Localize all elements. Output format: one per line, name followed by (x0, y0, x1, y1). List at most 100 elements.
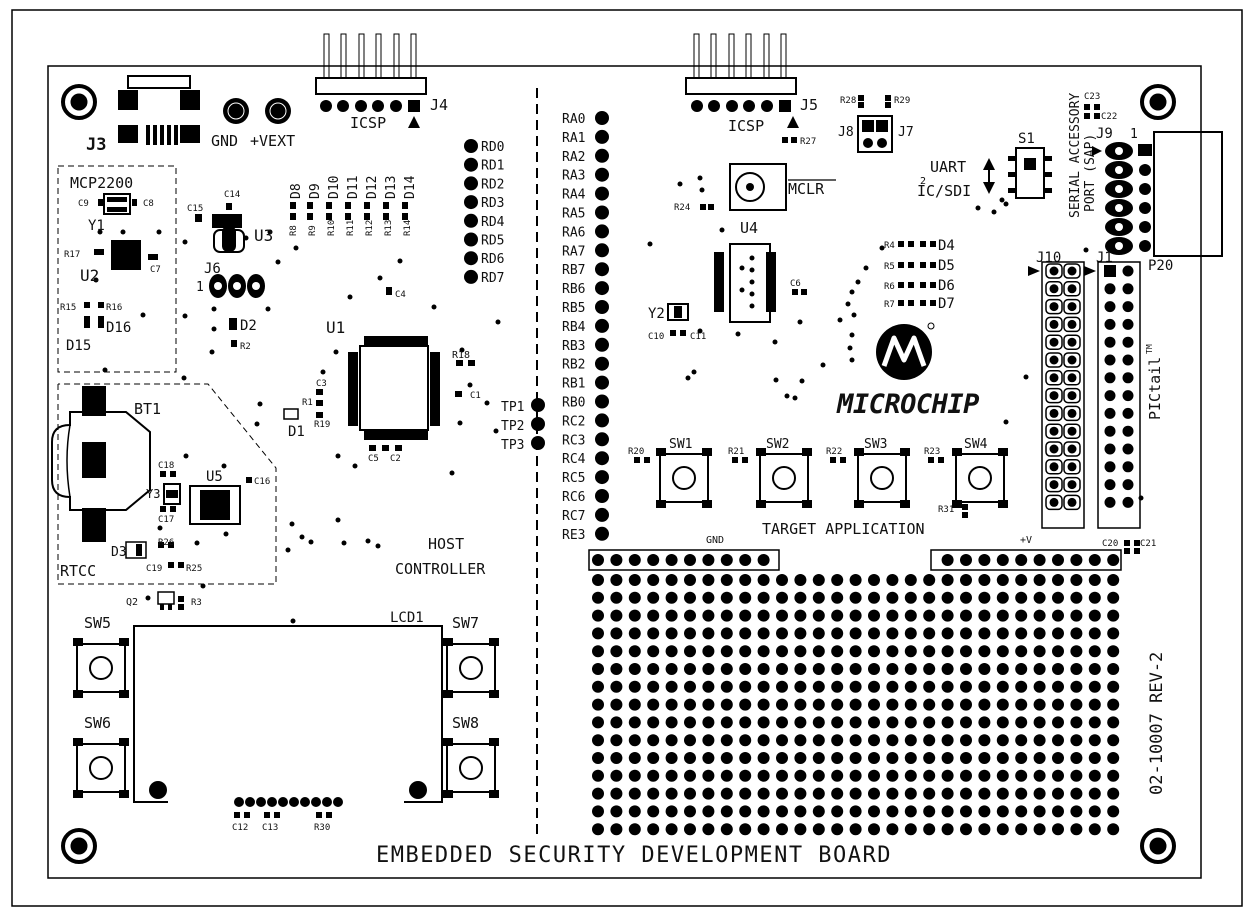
c9-label: C9 (78, 199, 89, 209)
r5-label: R5 (884, 262, 895, 272)
c23-label: C23 (1084, 92, 1100, 102)
tactile-switch (952, 448, 1008, 508)
led-label: D8 (289, 183, 304, 199)
port-pin-label: RB2 (562, 358, 585, 373)
sw4-label: SW4 (964, 437, 988, 452)
rd-pin-pad (464, 157, 478, 172)
r25-label: R25 (186, 564, 202, 574)
led-label: D9 (308, 183, 323, 199)
r7-label: R7 (884, 300, 895, 310)
u3-label: U3 (254, 226, 273, 245)
j9-pin1-label: 1 (1130, 127, 1138, 142)
rd-pin-label: RD4 (481, 215, 505, 230)
c18-label: C18 (158, 461, 174, 471)
q2-label: Q2 (126, 597, 138, 608)
host-label-1: HOST (428, 535, 464, 553)
pictail-label: PICtail (1146, 357, 1164, 420)
p20-label: P20 (1148, 258, 1173, 274)
j1-pin1-marker (1084, 266, 1096, 276)
c22-label: C22 (1101, 112, 1117, 122)
r30-label: R30 (314, 823, 330, 833)
port-pin-label: RA6 (562, 225, 585, 240)
rd-pin-label: RD0 (481, 140, 504, 155)
j6-label: J6 (204, 261, 221, 277)
tactile-switch (443, 638, 499, 698)
resistor-label: R10 (327, 220, 337, 236)
r4-label: R4 (884, 241, 895, 251)
target-switches (656, 448, 1008, 508)
j6-pin1-label: 1 (196, 280, 204, 295)
resistor-label: R14 (403, 220, 413, 236)
y2-crystal (667, 303, 697, 381)
port-pin-label: RB6 (562, 282, 585, 297)
microchip-logo-text: MICROCHIP (836, 389, 979, 420)
rtcc-region (57, 383, 277, 585)
mounting-holes (61, 84, 1176, 864)
c22-c23 (1084, 104, 1100, 119)
r3-label: R3 (191, 598, 202, 608)
y3-label: Y3 (146, 487, 160, 501)
port-pin-label: RA4 (562, 188, 586, 203)
port-pin-pad (595, 148, 609, 163)
u1-mcu (254, 258, 501, 476)
rd-pin-pad (464, 213, 478, 228)
tactile-switch (656, 448, 712, 508)
port-pin-label: RA2 (562, 150, 585, 165)
port-pin-label: RB4 (562, 320, 586, 335)
led-bank-host (290, 202, 408, 220)
pictail-tm: TM (1145, 344, 1154, 354)
mcp2200-label: MCP2200 (70, 174, 133, 192)
port-pin-label: RC7 (562, 509, 585, 524)
sw8-label: SW8 (452, 714, 479, 732)
port-pin-label: RB1 (562, 377, 585, 392)
c2-label: C2 (390, 454, 401, 464)
header-j10 (1045, 263, 1081, 511)
r24-label: R24 (674, 203, 690, 213)
c4-label: C4 (395, 290, 406, 300)
port-pin-pad (595, 375, 609, 390)
j3-label: J3 (86, 135, 106, 155)
r28-label: R28 (840, 96, 856, 106)
jumpers-j7-j8 (857, 95, 893, 153)
j10-outline (1041, 261, 1085, 529)
d1-label: D1 (288, 424, 305, 440)
power-posts (223, 98, 291, 124)
port-pin-pad (595, 224, 609, 239)
tactile-switch (443, 738, 499, 798)
port-pin-label: RC5 (562, 471, 585, 486)
host-label-2: CONTROLLER (395, 560, 486, 578)
rd-pin-label: RD1 (481, 159, 504, 174)
c8-label: C8 (143, 199, 154, 209)
r23-label: R23 (924, 447, 940, 457)
c15-label: C15 (187, 204, 203, 214)
icsp-j5-label: ICSP (728, 117, 764, 135)
j1-outline (1097, 261, 1141, 529)
c7-label: C7 (150, 265, 161, 275)
d16-label: D16 (106, 320, 131, 336)
port-pin-label: RE3 (562, 528, 585, 543)
j9-label: J9 (1096, 126, 1113, 142)
r31-label: R31 (938, 505, 954, 515)
port-pin-label: RB0 (562, 396, 585, 411)
c20-label: C20 (1102, 539, 1118, 549)
tactile-switch (854, 448, 910, 508)
port-pin-label: RC4 (562, 452, 586, 467)
mcp2200-box (57, 165, 177, 373)
port-pin-pad (595, 281, 609, 296)
r20-label: R20 (628, 447, 644, 457)
u4-label: U4 (740, 219, 758, 237)
u5-label: U5 (206, 469, 223, 485)
port-pin-pad (595, 111, 609, 125)
resistor-label: R11 (346, 220, 356, 236)
sap-label-1: SERIAL ACCESSORY (1068, 93, 1083, 218)
resistor-label: R12 (365, 220, 375, 236)
uart-label: UART (930, 158, 966, 176)
header-j1 (1104, 265, 1134, 508)
resistor-label: R13 (384, 220, 394, 236)
j8-label: J8 (838, 125, 854, 140)
gnd-rail-outline (588, 549, 780, 571)
c12-label: C12 (232, 823, 248, 833)
sap-label-2: PORT (SAP) (1083, 134, 1098, 212)
r6-label: R6 (884, 282, 895, 292)
